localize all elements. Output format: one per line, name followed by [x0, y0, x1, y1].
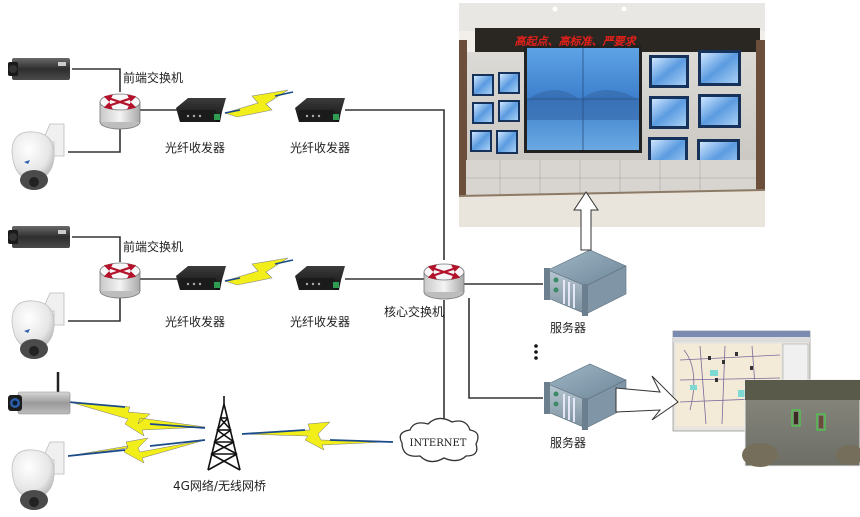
dome-camera-icon — [11, 292, 65, 359]
server-icon — [544, 249, 627, 316]
wireless-camera-icon — [8, 372, 71, 415]
fiber-transceiver-label: 光纤收发器 — [165, 315, 226, 329]
front-switch-icon — [99, 262, 141, 299]
link-dome2-switch2 — [68, 296, 121, 322]
front-switch-label: 前端交换机 — [123, 240, 184, 254]
wireless-links — [67, 89, 394, 464]
monitoring-client-photo — [672, 330, 860, 467]
dome-camera-icon — [11, 441, 65, 510]
internet-cloud-icon — [399, 417, 479, 463]
fiber-transceiver-label: 光纤收发器 — [290, 315, 351, 329]
wired-links — [68, 68, 543, 428]
fiber-transceiver-label: 光纤收发器 — [290, 141, 351, 155]
server-label: 服务器 — [550, 321, 587, 335]
lightning-bolt-icon — [241, 421, 394, 451]
fiber-transceiver-label: 光纤收发器 — [165, 141, 226, 155]
server-icon — [544, 363, 627, 430]
lightning-bolt-icon — [224, 89, 294, 118]
more-servers-ellipsis — [534, 344, 538, 360]
internet-label: INTERNET — [410, 438, 467, 449]
core-switch-label: 核心交换机 — [384, 305, 445, 319]
link-dome1-switch1 — [68, 126, 121, 153]
lightning-bolt-icon — [67, 401, 206, 437]
dome-camera-icon — [11, 123, 65, 190]
arrow-up-icon — [573, 191, 599, 251]
fiber-transceiver-icon — [295, 266, 345, 290]
video-wall-banner: 高起点、高标准、严要求 — [515, 35, 638, 48]
fiber-transceiver-icon — [295, 98, 345, 122]
video-wall-photo — [458, 3, 766, 227]
lightning-bolt-icon — [224, 257, 294, 286]
box-camera-icon — [8, 58, 70, 80]
link-camera1-switch1 — [72, 68, 121, 92]
front-switch-label: 前端交换机 — [123, 71, 184, 85]
arrow-right-icon — [615, 375, 679, 421]
fiber-transceiver-icon — [176, 266, 226, 290]
front-switch-icon — [99, 93, 141, 130]
box-camera-icon — [8, 226, 70, 248]
link-core-server2 — [468, 298, 543, 399]
link-tx2-core — [345, 109, 445, 260]
server-label: 服务器 — [550, 436, 587, 450]
wireless-network-label: 4G网络/无线网桥 — [173, 479, 266, 493]
link-camera2-switch2 — [72, 236, 121, 262]
cell-tower-icon — [207, 396, 241, 471]
core-switch-icon — [423, 263, 465, 300]
fiber-transceiver-icon — [176, 98, 226, 122]
lightning-bolt-icon — [67, 437, 206, 464]
